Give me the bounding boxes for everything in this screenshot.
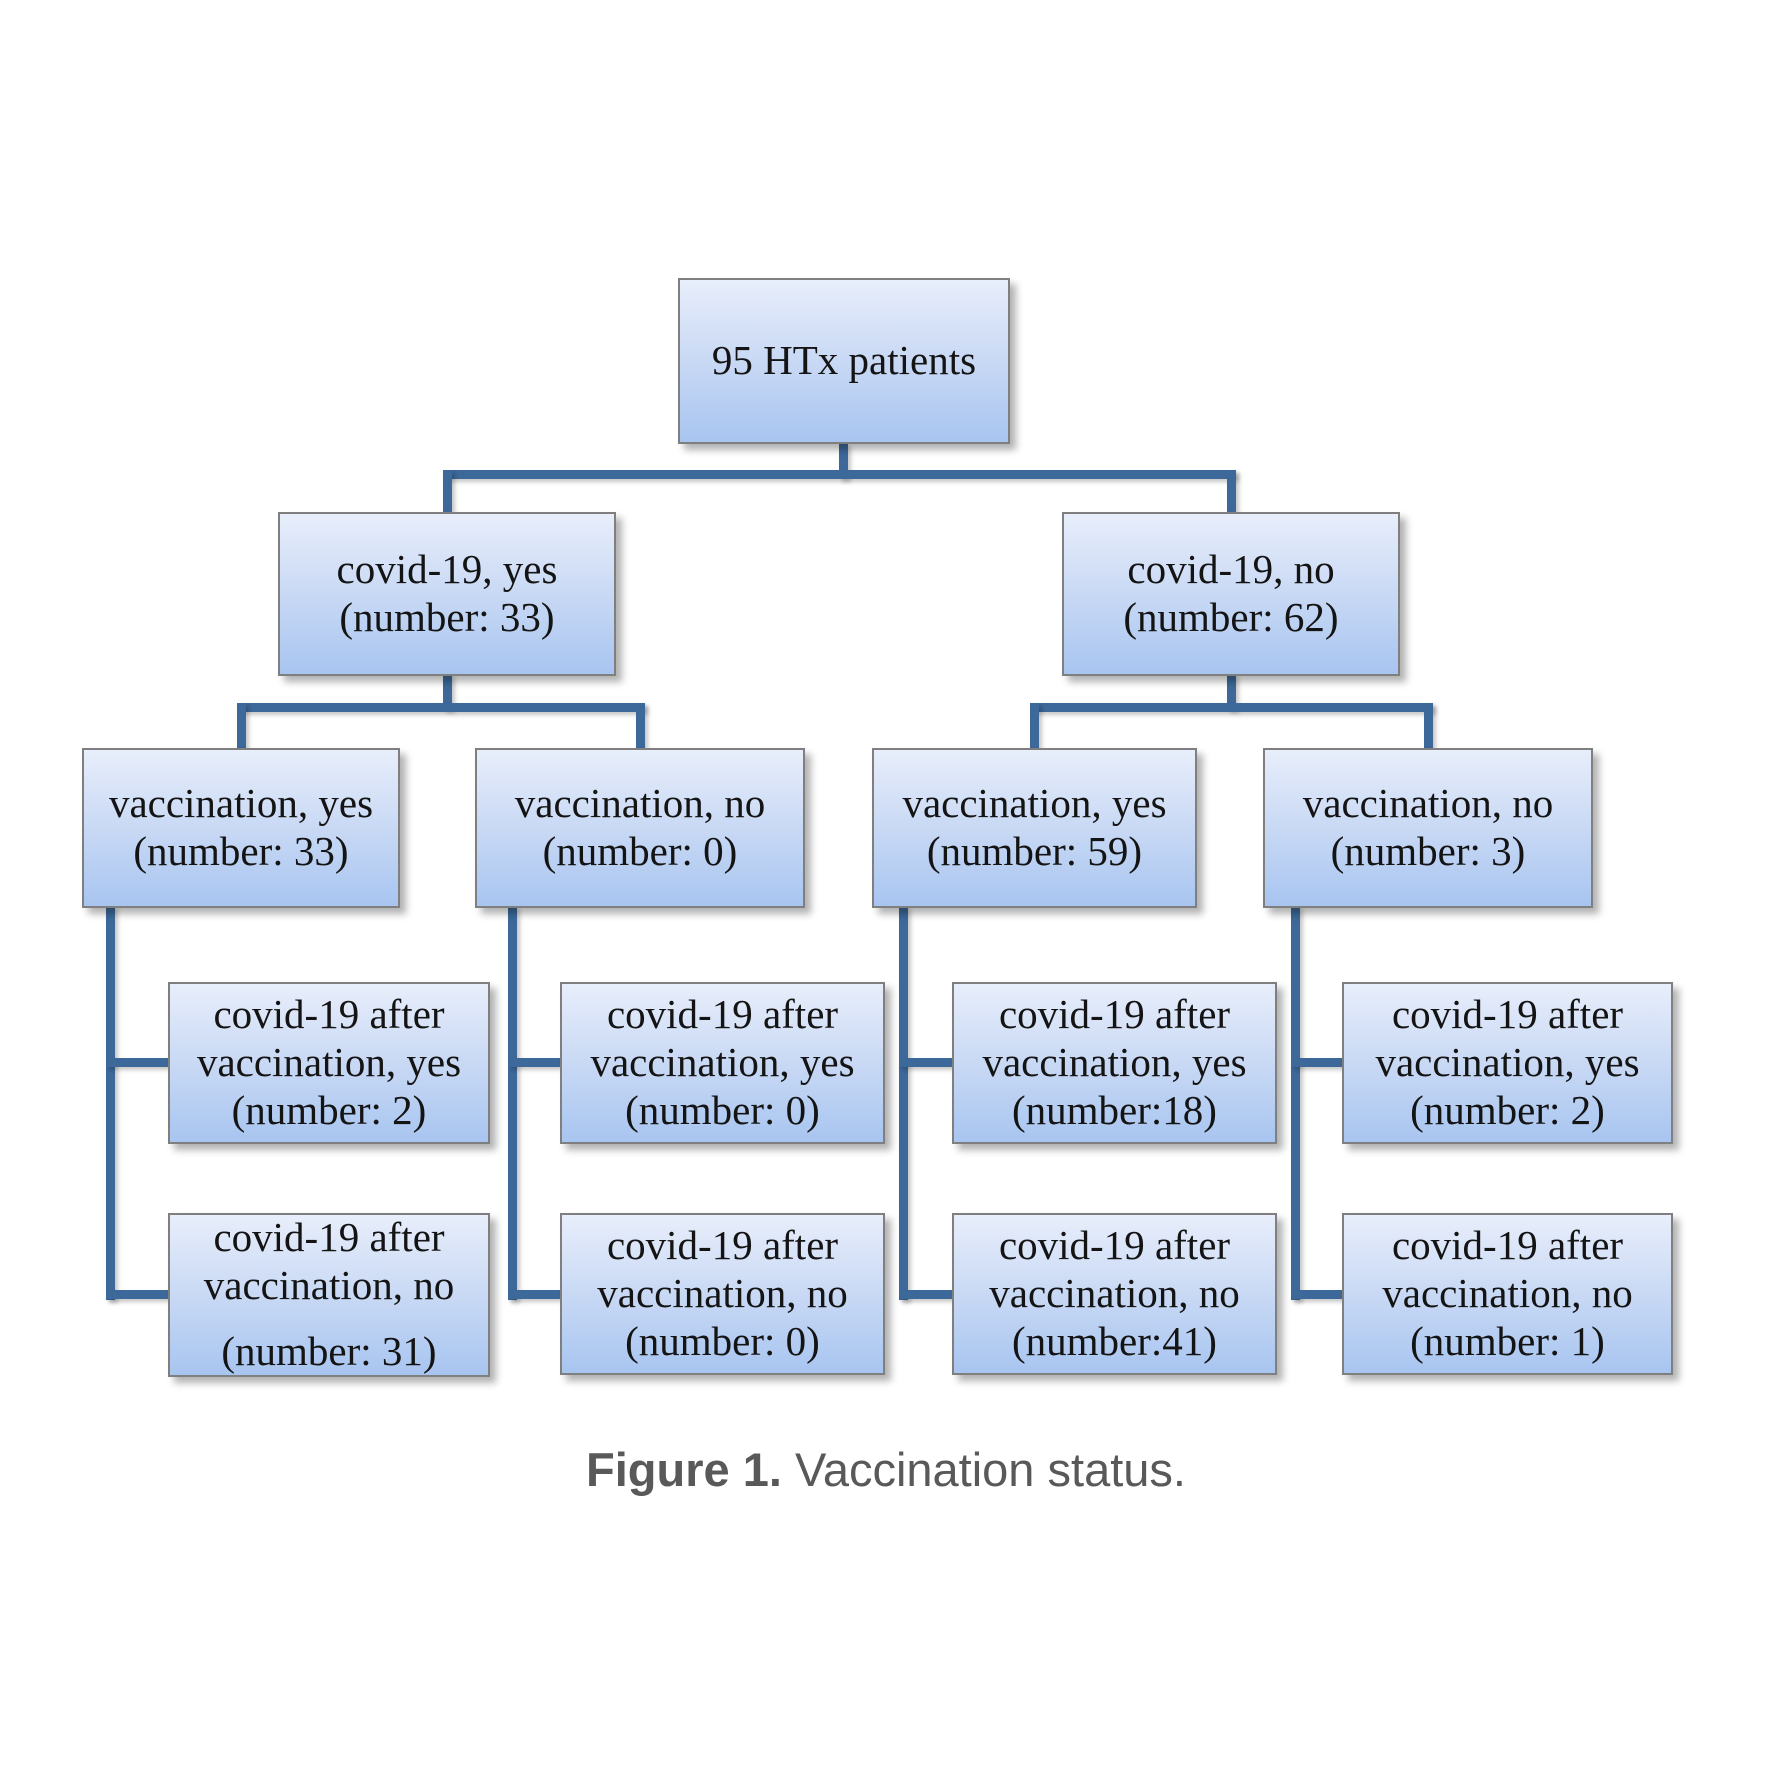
node-vaccination-no-3: vaccination, no (number: 3) (1263, 748, 1593, 908)
figure-caption-text: Vaccination status. (794, 1443, 1186, 1496)
node-vaccination-yes-33: vaccination, yes (number: 33) (82, 748, 400, 908)
connector-bus-right (1030, 703, 1433, 712)
connector-stub-col4-row1 (1291, 1058, 1342, 1067)
node-count: (number: 62) (1123, 594, 1339, 640)
node-count: (number: 0) (542, 828, 738, 874)
node-label: covid-19 after (1391, 991, 1624, 1038)
node-label: covid-19 after (606, 1222, 839, 1269)
node-label: vaccination, yes (196, 1039, 462, 1086)
node-label: vaccination, no (1302, 780, 1554, 827)
node-label: vaccination, yes (902, 780, 1167, 827)
node-label: covid-19 after (213, 991, 445, 1038)
connector-elbow-col3 (899, 906, 908, 1300)
node-label: covid-19 after (1391, 1222, 1624, 1269)
node-after-vacc-no-0-col2: covid-19 after vaccination, no (number: … (560, 1213, 885, 1375)
connector-drop-vacc-no-3 (1424, 703, 1433, 748)
connector-stub-col1-row2 (106, 1290, 168, 1299)
connector-stub-col3-row2 (899, 1290, 952, 1299)
node-after-vacc-no-41-col3: covid-19 after vaccination, no (number:4… (952, 1213, 1277, 1375)
connector-stub-covid-no (1227, 674, 1236, 710)
node-label: vaccination, no (514, 780, 766, 827)
node-label: covid-19, yes (336, 546, 558, 593)
node-count: (number: 33) (133, 828, 349, 874)
node-after-vacc-yes-18-col3: covid-19 after vaccination, yes (number:… (952, 982, 1277, 1144)
node-count: (number: 59) (926, 828, 1143, 874)
connector-bus-level1 (443, 470, 1236, 479)
node-label: vaccination, yes (982, 1039, 1247, 1086)
connector-drop-covid-yes (443, 470, 452, 512)
node-count: (number: 31) (221, 1327, 437, 1374)
connector-stub-col2-row2 (508, 1290, 560, 1299)
node-after-vacc-yes-2-col1: covid-19 after vaccination, yes (number:… (168, 982, 490, 1144)
node-label: covid-19 after (998, 1222, 1231, 1269)
node-count: (number:18) (1012, 1086, 1217, 1133)
figure-caption: Figure 1. Vaccination status. (0, 1442, 1772, 1497)
node-label: covid-19 after (606, 991, 839, 1038)
node-count: (number: 33) (339, 594, 555, 640)
connector-elbow-col4 (1291, 906, 1300, 1300)
node-vaccination-no-0: vaccination, no (number: 0) (475, 748, 805, 908)
node-label: vaccination, yes (590, 1039, 855, 1086)
connector-stub-col3-row1 (899, 1058, 952, 1067)
node-count: (number: 0) (625, 1086, 820, 1133)
figure-caption-label: Figure 1. (586, 1443, 782, 1496)
node-count: (number: 2) (1410, 1086, 1605, 1133)
node-label: covid-19 after (213, 1214, 445, 1261)
connector-elbow-col2 (508, 906, 517, 1300)
node-count: (number: 0) (625, 1317, 820, 1364)
node-label: covid-19, no (1127, 546, 1335, 593)
node-label: covid-19 after (998, 991, 1231, 1038)
connector-bus-left (237, 703, 645, 712)
node-vaccination-yes-59: vaccination, yes (number: 59) (872, 748, 1197, 908)
node-count: (number: 3) (1330, 828, 1526, 874)
connector-stub-col2-row1 (508, 1058, 560, 1067)
node-count: (number: 1) (1410, 1317, 1605, 1364)
connector-drop-covid-no (1227, 470, 1236, 512)
connector-elbow-col1 (106, 906, 115, 1300)
connector-drop-vacc-no-0 (636, 703, 645, 748)
node-after-vacc-yes-0-col2: covid-19 after vaccination, yes (number:… (560, 982, 885, 1144)
node-after-vacc-no-31-col1: covid-19 after vaccination, no (number: … (168, 1213, 490, 1377)
node-after-vacc-no-1-col4: covid-19 after vaccination, no (number: … (1342, 1213, 1673, 1375)
node-label: vaccination, no (203, 1262, 455, 1309)
node-count: (number: 2) (231, 1086, 427, 1133)
node-root-label: 95 HTx patients (711, 337, 977, 384)
node-root: 95 HTx patients (678, 278, 1010, 444)
connector-drop-vacc-yes-33 (237, 703, 246, 748)
connector-stub-col4-row2 (1291, 1290, 1342, 1299)
node-label: vaccination, yes (108, 780, 374, 827)
node-covid-no: covid-19, no (number: 62) (1062, 512, 1400, 676)
node-label: vaccination, yes (1375, 1039, 1640, 1086)
node-label: vaccination, no (989, 1270, 1240, 1317)
connector-root-stub (839, 443, 848, 479)
node-after-vacc-yes-2-col4: covid-19 after vaccination, yes (number:… (1342, 982, 1673, 1144)
node-label: vaccination, no (1382, 1270, 1633, 1317)
connector-drop-vacc-yes-59 (1030, 703, 1039, 748)
connector-stub-covid-yes (443, 674, 452, 710)
node-covid-yes: covid-19, yes (number: 33) (278, 512, 616, 676)
connector-stub-col1-row1 (106, 1058, 168, 1067)
node-label: vaccination, no (597, 1270, 848, 1317)
node-count: (number:41) (1012, 1317, 1217, 1364)
